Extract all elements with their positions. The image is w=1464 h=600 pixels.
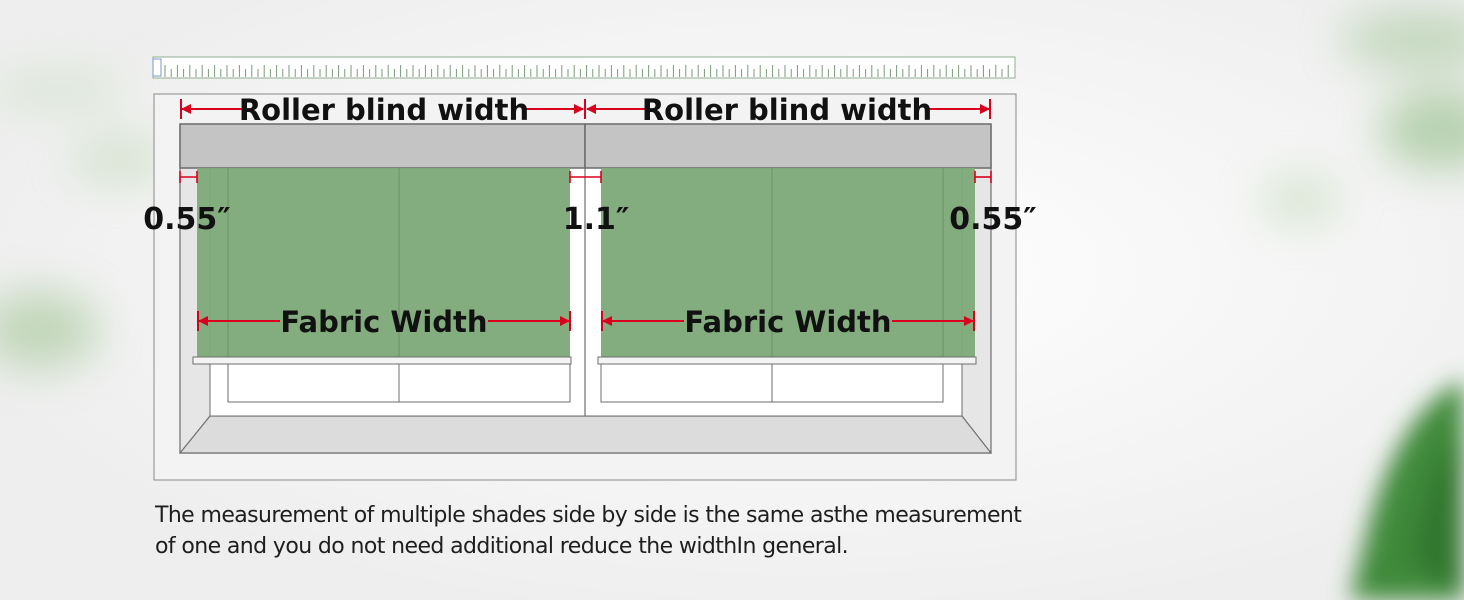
- bottom-bar-right: [597, 356, 977, 365]
- fabric-right: [601, 168, 975, 358]
- gap-marker-middle: [569, 171, 602, 183]
- gap-marker-right: [974, 171, 992, 183]
- roller-cassette-left: [179, 123, 586, 169]
- gap-label-left: 0.55″: [143, 202, 230, 237]
- ruler: [152, 56, 1016, 79]
- window-sill: [178, 415, 993, 454]
- roller-cassette-right: [584, 123, 992, 169]
- fabric-width-dimensions: Fabric Width Fabric Width: [197, 305, 975, 339]
- fabric-left: [197, 168, 570, 358]
- caption-line-2: of one and you do not need additional re…: [155, 534, 849, 559]
- roller-width-label-left: Roller blind width: [239, 93, 529, 127]
- roller-width-dimensions: Roller blind width Roller blind width: [180, 93, 991, 127]
- monstera-leaf: [1350, 380, 1464, 600]
- fabric-width-label-right: Fabric Width: [684, 305, 891, 339]
- ruler-ticks: [164, 65, 1009, 77]
- gap-label-middle: 1.1″: [563, 202, 630, 237]
- gap-label-right: 0.55″: [949, 202, 1036, 237]
- gap-markers: 0.55″ 1.1″ 0.55″: [143, 171, 1037, 237]
- fabric-panels: [192, 168, 977, 365]
- ruler-handle: [152, 58, 162, 77]
- caption: The measurement of multiple shades side …: [155, 500, 1055, 562]
- gap-marker-left: [179, 171, 198, 183]
- leaf-blur-left: [0, 72, 170, 370]
- roller-cassettes: [179, 123, 992, 169]
- leaf-blur-right: [1260, 10, 1464, 225]
- bottom-bar-left: [192, 356, 572, 365]
- fabric-width-label-left: Fabric Width: [280, 305, 487, 339]
- caption-line-1: The measurement of multiple shades side …: [155, 503, 1022, 528]
- roller-width-label-right: Roller blind width: [642, 93, 932, 127]
